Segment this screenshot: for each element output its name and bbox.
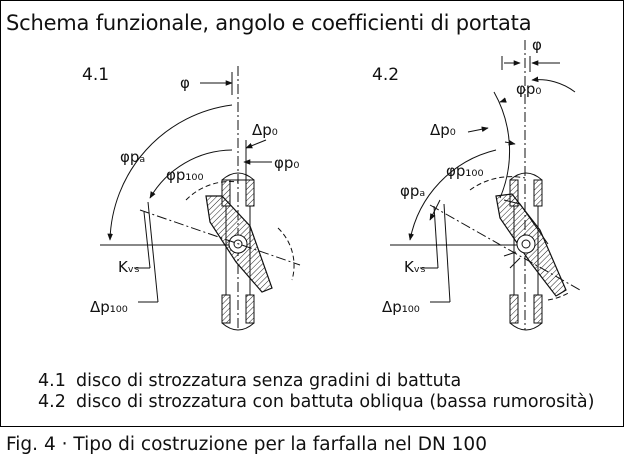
label-delta-p0-2: Δp₀ — [430, 121, 456, 139]
legend-item-4-2: 4.2 disco di strozzatura con battuta obli… — [38, 391, 594, 413]
label-phi-p100: φp₁₀₀ — [166, 166, 203, 184]
label-phi-p0: φp₀ — [274, 154, 299, 172]
legend-code: 4.1 — [38, 371, 66, 391]
diagram-title: Schema funzionale, angolo e coefficienti… — [6, 11, 532, 35]
body-right-upper — [245, 179, 255, 207]
figure-4-2-number: 4.2 — [372, 65, 399, 85]
label-kvs: Kᵥₛ — [118, 258, 140, 276]
body-left-lower — [221, 294, 231, 324]
figure-4-1: 4.1 φ Δp₀ — [82, 65, 301, 331]
figure-caption: Fig. 4 · Tipo di costruzione per la farf… — [6, 434, 487, 455]
label-kvs-2: Kᵥₛ — [404, 258, 426, 276]
label-phi-pa: φpₐ — [120, 148, 145, 166]
label-phi-p100-2: φp₁₀₀ — [446, 162, 483, 180]
label-phi-pa-2: φpₐ — [400, 182, 425, 200]
label-phi-2: φ — [532, 36, 542, 54]
label-phi: φ — [180, 74, 190, 92]
legend-text: disco di strozzatura senza gradini di ba… — [76, 371, 462, 391]
legend-item-4-1: 4.1 disco di strozzatura senza gradini di… — [38, 370, 461, 392]
legend-code: 4.2 — [38, 392, 66, 412]
legend-text: disco di strozzatura con battuta obliqua… — [76, 392, 595, 412]
label-delta-p100-2: Δp₁₀₀ — [382, 298, 420, 316]
figure-4-1-number: 4.1 — [82, 65, 109, 85]
label-delta-p0: Δp₀ — [252, 121, 278, 139]
figure-4-2: 4.2 φ φp₀ Δp₀ — [372, 36, 581, 331]
label-phi-p0-2: φp₀ — [516, 80, 541, 98]
body-right-lower — [245, 294, 255, 324]
label-delta-p100: Δp₁₀₀ — [90, 298, 128, 316]
figure-frame — [0, 0, 624, 427]
